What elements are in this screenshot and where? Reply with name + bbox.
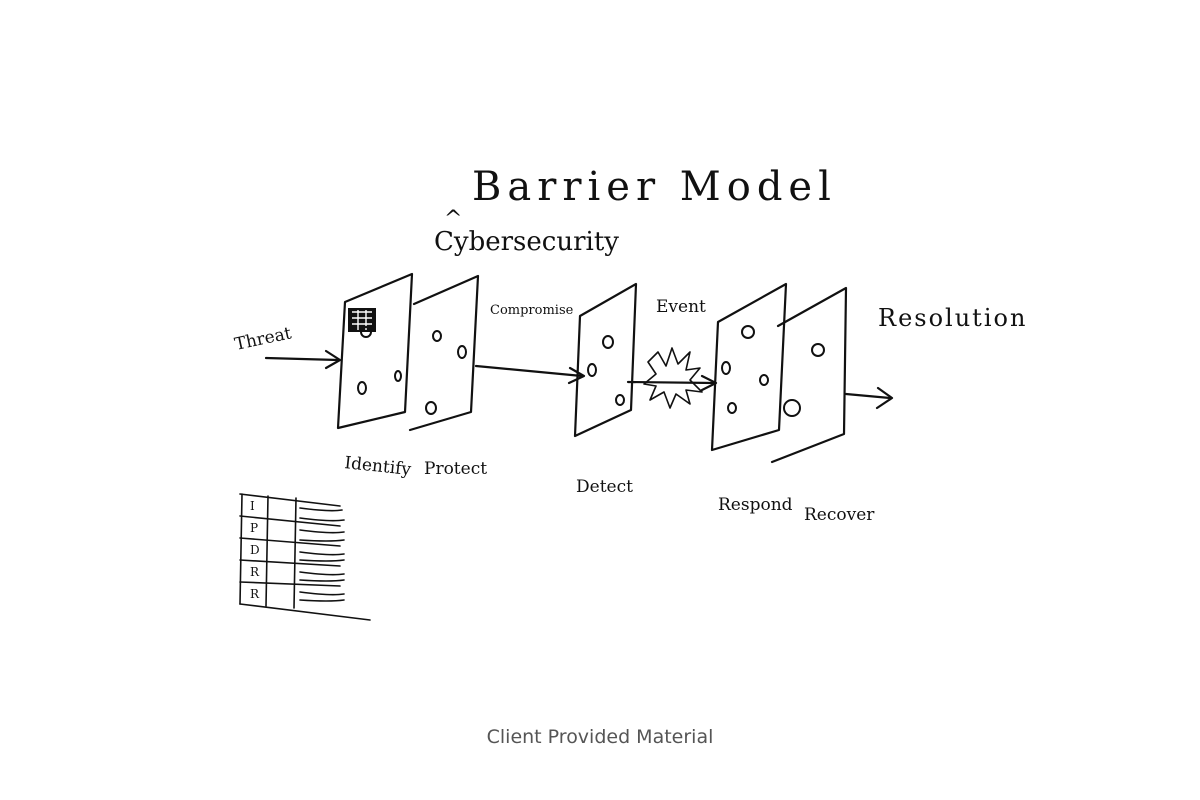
barrier-label-identify: Identify	[343, 453, 412, 480]
explosion-icon	[626, 347, 718, 409]
compromise-arrow	[474, 364, 586, 385]
compromise-label: Compromise	[490, 303, 574, 318]
diagram-subtitle: Cybersecurity	[434, 227, 619, 257]
event-label: Event	[656, 297, 706, 317]
footer-caption: Client Provided Material	[486, 726, 714, 748]
insert-caret: ^	[444, 207, 462, 232]
barrier-label-respond: Respond	[718, 495, 793, 515]
resolution-arrow	[844, 386, 894, 410]
barrier-label-detect: Detect	[576, 477, 633, 497]
barrier-protect	[408, 274, 480, 432]
table-row-label: D	[250, 543, 260, 557]
table-row-label: R	[250, 565, 260, 579]
table-row-label: P	[250, 521, 258, 535]
table-row-label: R	[250, 587, 260, 601]
resolution-label: Resolution	[878, 304, 1027, 332]
threat-arrow	[264, 349, 342, 370]
barrier-recover	[770, 286, 848, 464]
barrier-detect	[573, 282, 638, 438]
barrier-label-recover: Recover	[804, 505, 875, 525]
barrier-respond	[710, 282, 788, 452]
table-row-label: I	[250, 499, 255, 513]
diagram-title: Barrier Model	[472, 164, 837, 210]
threat-label: Threat	[233, 323, 294, 355]
barrier-label-protect: Protect	[424, 459, 487, 479]
barrier-identify	[336, 272, 414, 430]
barrier-table-sketch: I P D R R	[239, 493, 371, 621]
grid-patch-icon	[348, 308, 376, 332]
